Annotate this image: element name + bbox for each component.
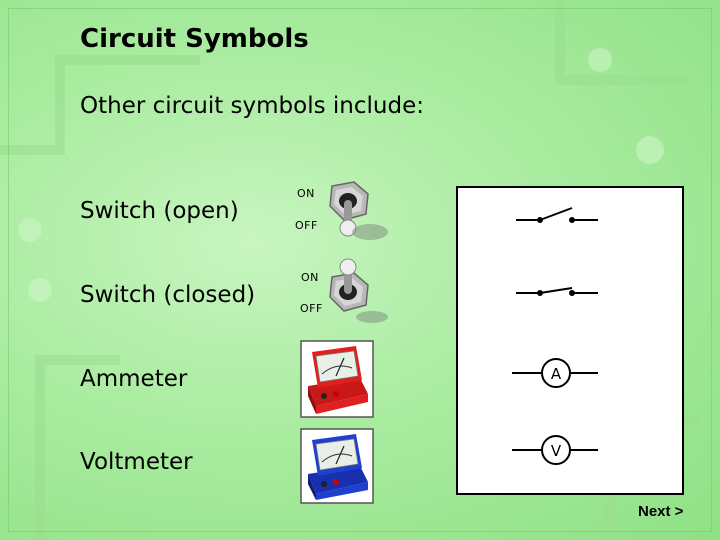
slide-subtitle: Other circuit symbols include:	[80, 93, 424, 119]
voltmeter-symbol-letter: V	[551, 442, 562, 460]
toggle-switch-off-icon	[329, 181, 388, 240]
switch-open-off-text: OFF	[295, 219, 318, 232]
closed-switch-symbol	[516, 287, 598, 296]
slide-title: Circuit Symbols	[80, 24, 309, 54]
label-switch-closed: Switch (closed)	[80, 282, 256, 308]
switch-open-on-text: ON	[297, 187, 315, 200]
voltmeter-device-icon	[300, 428, 374, 504]
ammeter-symbol-letter: A	[551, 365, 562, 383]
ammeter-device-icon	[300, 340, 374, 418]
circuit-symbols-panel: A V	[456, 186, 684, 495]
open-switch-symbol	[516, 207, 598, 223]
voltmeter-symbol: V	[512, 435, 598, 465]
label-switch-open: Switch (open)	[80, 198, 239, 224]
symbols-drawing: A V	[512, 207, 598, 465]
label-ammeter: Ammeter	[80, 366, 188, 392]
ammeter-symbol: A	[512, 358, 598, 388]
slide-frame	[8, 8, 712, 532]
switch-closed-off-text: OFF	[300, 302, 323, 315]
next-button[interactable]: Next >	[638, 503, 684, 520]
toggle-switch-on-icon	[329, 258, 388, 323]
switch-closed-on-text: ON	[301, 271, 319, 284]
label-voltmeter: Voltmeter	[80, 449, 193, 475]
